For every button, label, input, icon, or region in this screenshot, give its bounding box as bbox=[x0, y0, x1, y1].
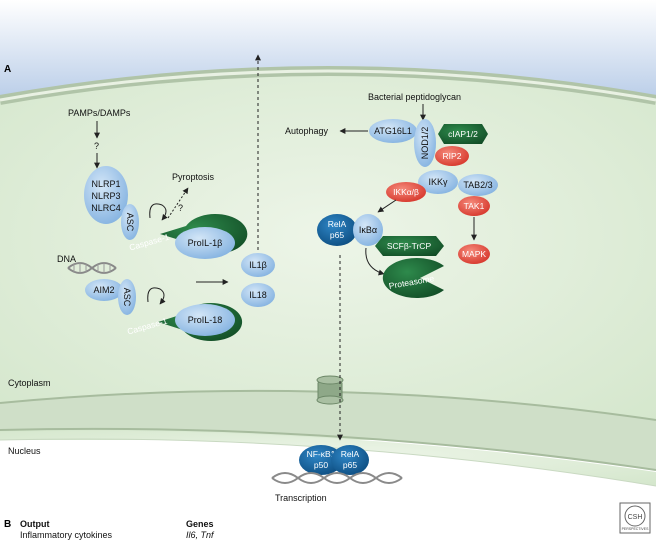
ikk-gamma bbox=[418, 170, 458, 194]
scf-label: SCFβ-TrCP bbox=[387, 241, 432, 251]
pro-il1b bbox=[175, 227, 235, 259]
nod12-label: NOD1/2 bbox=[420, 127, 430, 160]
pro-il1b-label: ProIL-1β bbox=[188, 238, 223, 248]
pamps-damps-label: PAMPs/DAMPs bbox=[68, 108, 131, 118]
ikk-gamma-label: IKKγ bbox=[428, 177, 448, 187]
ciap12-label: cIAP1/2 bbox=[448, 129, 478, 139]
atg16l1-label: ATG16L1 bbox=[374, 126, 412, 136]
p65-cyto-label: p65 bbox=[330, 230, 344, 240]
pro-il18 bbox=[175, 304, 235, 336]
pro-il18-label: ProIL-18 bbox=[188, 315, 223, 325]
scf-btrcp bbox=[375, 236, 444, 256]
aim2-label: AIM2 bbox=[93, 285, 114, 295]
nfkb1-label: NF-κB1 bbox=[307, 449, 336, 459]
aim2-sensor bbox=[85, 279, 123, 301]
nuclear-dna bbox=[271, 472, 403, 484]
asc-1-label: ASC bbox=[125, 213, 135, 232]
caspase-1-autocleave-arrow bbox=[149, 203, 168, 221]
il1b bbox=[241, 253, 275, 277]
nod12 bbox=[414, 119, 436, 167]
mapk-label: MAPK bbox=[462, 249, 486, 259]
cytoplasm-label: Cytoplasm bbox=[8, 378, 51, 388]
ikk-alpha-beta bbox=[386, 182, 426, 202]
ikba-label: IκBα bbox=[359, 225, 377, 235]
unknown-step-label: ? bbox=[94, 141, 99, 151]
output-value: Inflammatory cytokines bbox=[20, 530, 113, 540]
pyroptosis-label: Pyroptosis bbox=[172, 172, 215, 182]
caspase-1-bottom-autocleave-arrow bbox=[147, 287, 166, 305]
tab23 bbox=[458, 174, 498, 196]
atg16l1 bbox=[369, 119, 417, 143]
tab23-label: TAB2/3 bbox=[463, 180, 492, 190]
svg-text:CSH: CSH bbox=[628, 514, 643, 521]
il1b-label: IL1β bbox=[249, 260, 267, 270]
nlrc4-label: NLRC4 bbox=[91, 203, 121, 213]
autophagy-label: Autophagy bbox=[285, 126, 329, 136]
genes-value: Il6, Tnf bbox=[186, 530, 215, 540]
ikba bbox=[353, 214, 383, 246]
genes-header: Genes bbox=[186, 519, 214, 529]
panel-b-label: B bbox=[4, 519, 11, 530]
p50-label: p50 bbox=[314, 460, 328, 470]
asc-adaptor-1 bbox=[121, 204, 139, 240]
rela-p65-cytosolic bbox=[317, 214, 357, 246]
output-header: Output bbox=[20, 519, 50, 529]
proteasome bbox=[382, 258, 444, 298]
arrow-ikba-to-proteasome bbox=[365, 247, 385, 276]
cytoplasm-region bbox=[0, 71, 656, 440]
il18 bbox=[241, 283, 275, 307]
dna-label: DNA bbox=[57, 254, 76, 264]
rela-nuc-label: RelA bbox=[341, 449, 360, 459]
csh-perspectives-logo: CSH PERSPECTIVES bbox=[619, 502, 651, 534]
rela-p65-nuclear bbox=[331, 445, 369, 475]
ikk-alpha-beta-label: IKKα/β bbox=[393, 187, 419, 197]
rela-cyto-label: RelA bbox=[328, 219, 347, 229]
il18-label: IL18 bbox=[249, 290, 267, 300]
p65-nuc-label: p65 bbox=[343, 460, 357, 470]
rip2 bbox=[435, 146, 469, 166]
cytosolic-dna bbox=[67, 262, 117, 274]
tak1 bbox=[458, 196, 490, 216]
mapk bbox=[458, 244, 490, 264]
ciap12 bbox=[438, 124, 488, 144]
tak1-label: TAK1 bbox=[464, 201, 485, 211]
nucleoplasm-region bbox=[0, 430, 656, 486]
nucleus-label: Nucleus bbox=[8, 446, 41, 456]
nfkb1-p50 bbox=[299, 445, 343, 475]
panel-a-label: A bbox=[4, 64, 11, 75]
nlrp3-label: NLRP3 bbox=[91, 191, 120, 201]
asc-2-label: ASC bbox=[122, 288, 132, 307]
arrow-ikk-to-ikba bbox=[377, 199, 397, 213]
transcription-label: Transcription bbox=[275, 493, 327, 503]
peptidoglycan-label: Bacterial peptidoglycan bbox=[368, 92, 461, 102]
unknown-pyroptosis-label: ? bbox=[178, 203, 183, 213]
asc-adaptor-2 bbox=[118, 279, 136, 315]
rip2-label: RIP2 bbox=[443, 151, 462, 161]
nlrp-complex bbox=[84, 166, 128, 224]
nuclear-envelope bbox=[0, 390, 656, 470]
svg-text:PERSPECTIVES: PERSPECTIVES bbox=[622, 527, 650, 531]
nlrp1-label: NLRP1 bbox=[91, 179, 120, 189]
nuclear-pore bbox=[316, 375, 344, 405]
